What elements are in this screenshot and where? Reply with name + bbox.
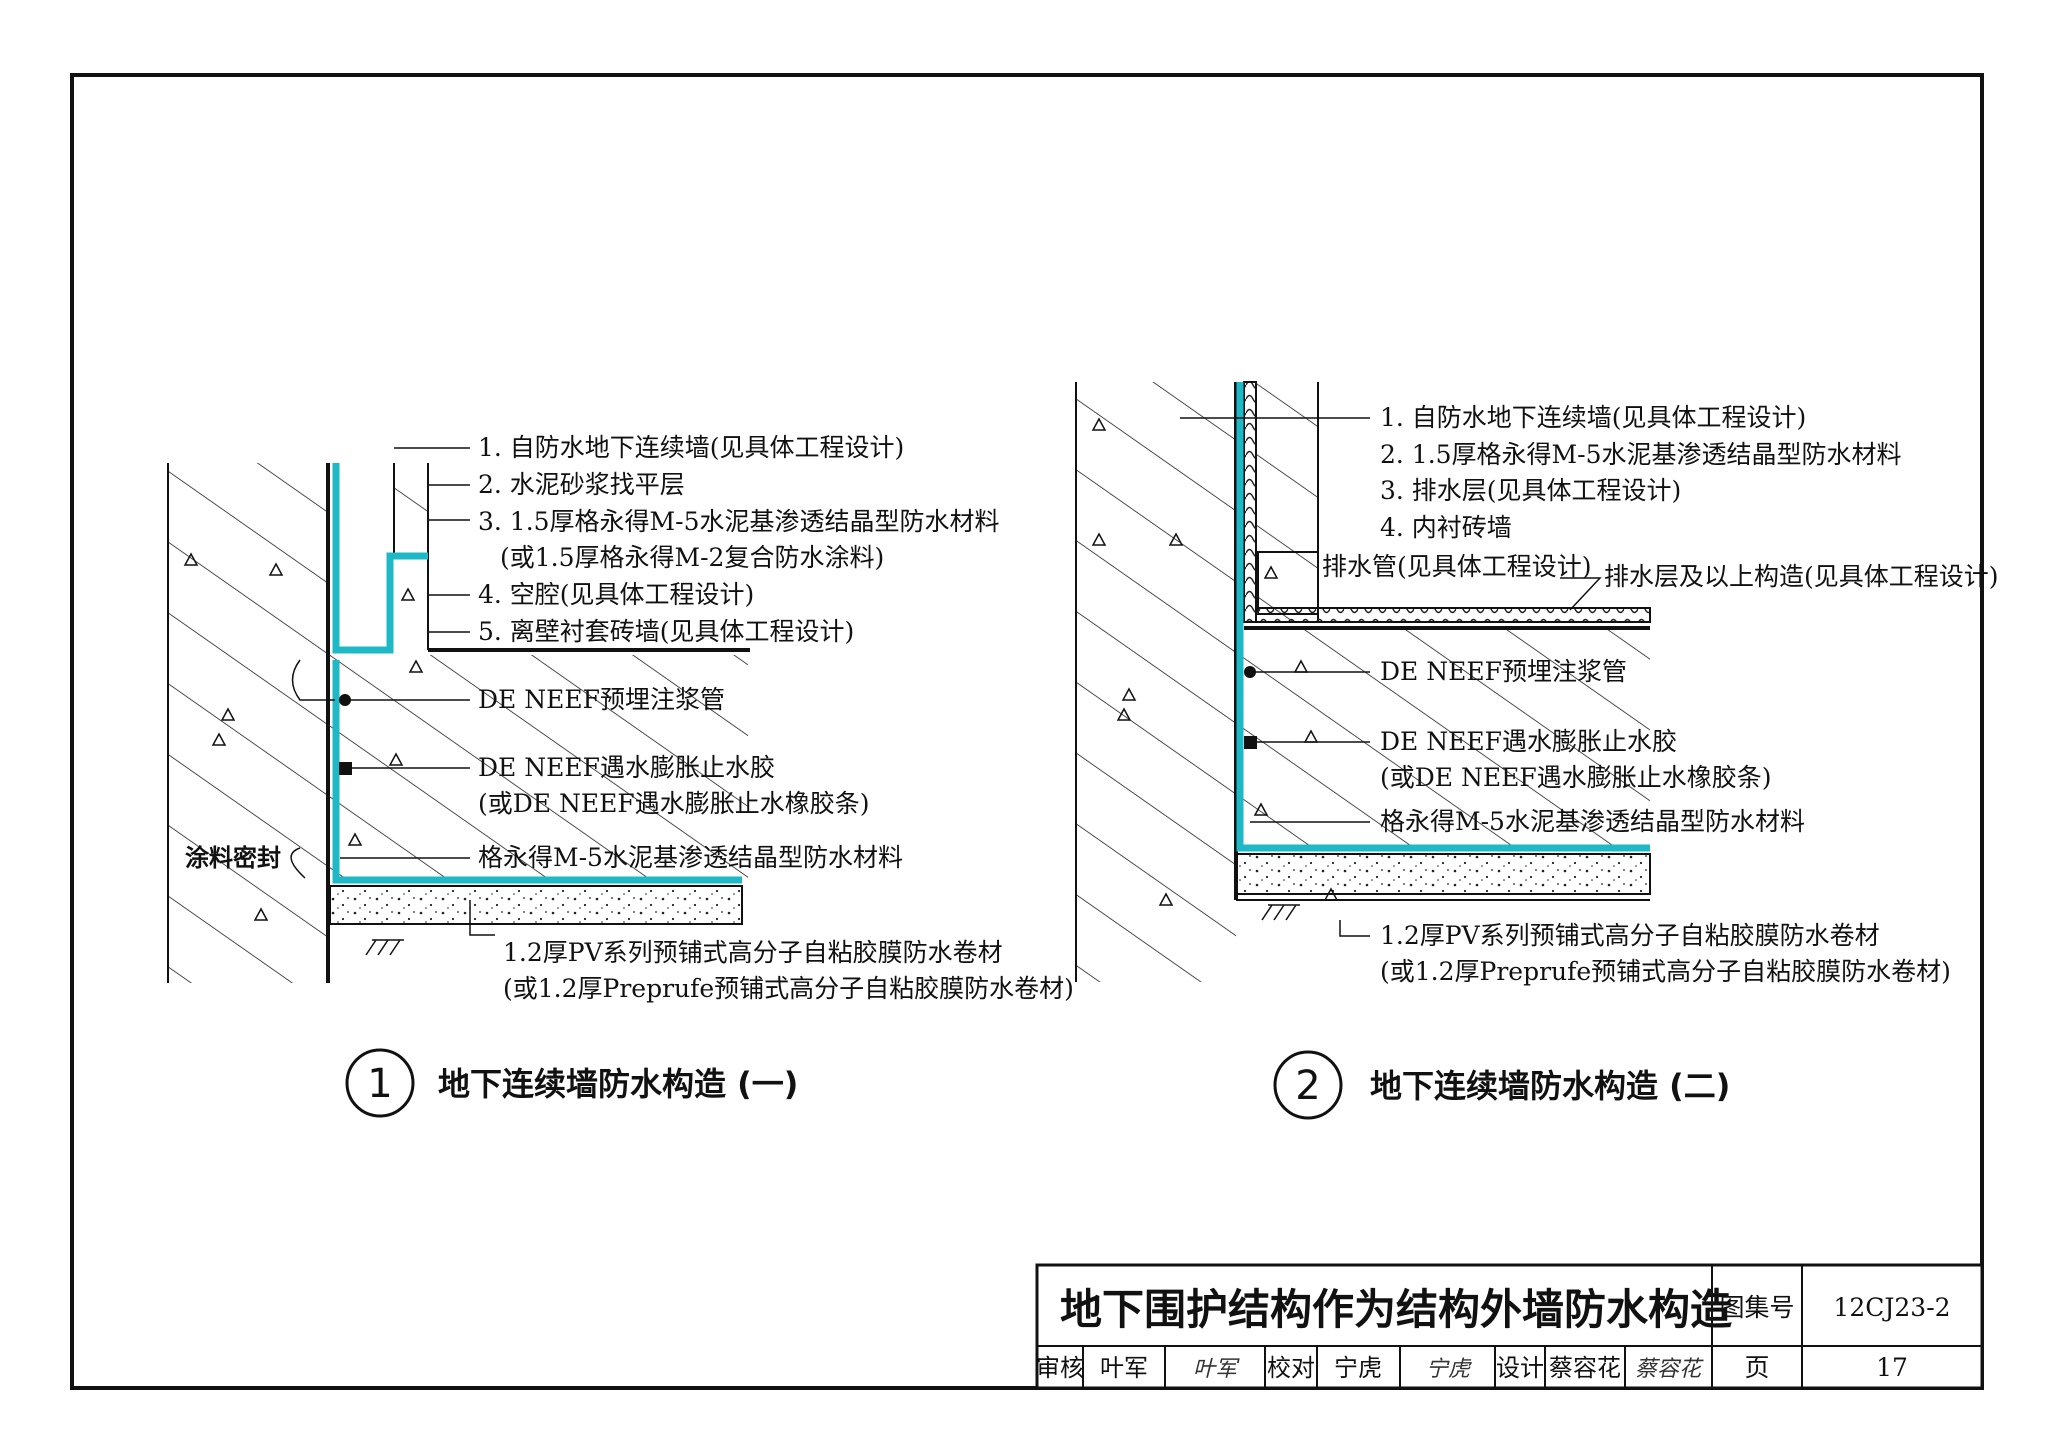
detail-1-label-5: 5. 离壁衬套砖墙(见具体工程设计) — [478, 617, 854, 646]
detail-2-label-2: 2. 1.5厚格永得M-5水泥基渗透结晶型防水材料 — [1380, 440, 1902, 469]
detail-2-label-4: 4. 内衬砖墙 — [1380, 513, 1512, 542]
page-label: 页 — [1744, 1353, 1769, 1382]
checker-name: 宁虎 — [1334, 1354, 1382, 1382]
detail-2-membrane-alt: (或1.2厚Preprufe预铺式高分子自粘胶膜防水卷材) — [1380, 957, 1951, 986]
designer-signature: 蔡容花 — [1635, 1357, 1704, 1382]
review-label: 审核 — [1036, 1354, 1084, 1382]
page-number: 17 — [1876, 1353, 1908, 1382]
detail-2-crystalline: 格永得M-5水泥基渗透结晶型防水材料 — [1380, 807, 1805, 836]
detail-2-sealant: DE NEEF遇水膨胀止水胶 — [1380, 727, 1677, 756]
atlas-no-value: 12CJ23-2 — [1833, 1293, 1950, 1322]
designer-name: 蔡容花 — [1549, 1354, 1621, 1382]
detail-1-sealant: DE NEEF遇水膨胀止水胶 — [478, 753, 775, 782]
waterproof-layer-1 — [332, 463, 428, 654]
detail-1-label-2: 2. 水泥砂浆找平层 — [478, 470, 685, 499]
drawing-frame — [70, 73, 1984, 1390]
reviewer-signature: 叶军 — [1193, 1357, 1240, 1382]
detail-1-caption: 地下连续墙防水构造 (一) — [438, 1065, 798, 1103]
detail-2-caption: 地下连续墙防水构造 (二) — [1370, 1067, 1730, 1105]
title-block — [1035, 1263, 1984, 1390]
diaphragm-wall-2 — [1076, 382, 1236, 982]
detail-2-sealant-alt: (或DE NEEF遇水膨胀止水橡胶条) — [1380, 763, 1771, 792]
detail-1-label-4: 4. 空腔(见具体工程设计) — [478, 580, 754, 609]
detail-1-number-circle — [345, 1048, 415, 1118]
detail-2-grout-pipe: DE NEEF预埋注浆管 — [1380, 657, 1627, 686]
drain-layer-horizontal — [1255, 607, 1651, 623]
detail-1-membrane-alt: (或1.2厚Preprufe预铺式高分子自粘胶膜防水卷材) — [503, 974, 1074, 1003]
drawing-title: 地下围护结构作为结构外墙防水构造 — [1060, 1285, 1732, 1334]
detail-2-membrane: 1.2厚PV系列预铺式高分子自粘胶膜防水卷材 — [1380, 921, 1880, 950]
waterproof-layer-2 — [1236, 382, 1650, 852]
diaphragm-wall-1 — [168, 463, 328, 983]
detail-2-drain-pipe: 排水管(见具体工程设计) — [1322, 552, 1592, 581]
reviewer-name: 叶军 — [1100, 1354, 1148, 1382]
detail-2-label-3: 3. 排水层(见具体工程设计) — [1380, 476, 1681, 505]
atlas-no-label: 图集号 — [1719, 1293, 1794, 1322]
detail-1-grout-pipe: DE NEEF预埋注浆管 — [478, 685, 725, 714]
detail-2-number: 2 — [1295, 1063, 1320, 1109]
detail-2-drawing — [1075, 381, 1651, 982]
detail-1-number: 1 — [367, 1061, 392, 1107]
design-label: 设计 — [1496, 1354, 1544, 1382]
concrete-cushion-1 — [329, 885, 743, 925]
checker-signature: 宁虎 — [1426, 1357, 1473, 1382]
detail-1-sealant-alt: (或DE NEEF遇水膨胀止水橡胶条) — [478, 789, 869, 818]
detail-1-label-3-alt: (或1.5厚格永得M-2复合防水涂料) — [500, 543, 884, 572]
brick-lining-wall-2 — [1256, 382, 1318, 622]
concrete-cushion-2 — [1235, 853, 1651, 895]
brick-lining-wall-1 — [394, 463, 428, 553]
check-label: 校对 — [1267, 1354, 1315, 1382]
detail-2-drain-layer: 排水层及以上构造(见具体工程设计) — [1604, 562, 1999, 591]
detail-1-crystalline: 格永得M-5水泥基渗透结晶型防水材料 — [478, 843, 903, 872]
detail-1-membrane: 1.2厚PV系列预铺式高分子自粘胶膜防水卷材 — [503, 938, 1003, 967]
detail-1-label-1: 1. 自防水地下连续墙(见具体工程设计) — [478, 433, 904, 462]
detail-1-coating-seal: 涂料密封 — [185, 843, 281, 872]
detail-2-label-1: 1. 自防水地下连续墙(见具体工程设计) — [1380, 403, 1806, 432]
detail-2-number-circle — [1273, 1050, 1343, 1120]
detail-1-label-3: 3. 1.5厚格永得M-5水泥基渗透结晶型防水材料 — [478, 507, 1000, 536]
base-slab-hatch-2 — [1236, 628, 1650, 848]
detail-1-drawing — [167, 447, 750, 983]
